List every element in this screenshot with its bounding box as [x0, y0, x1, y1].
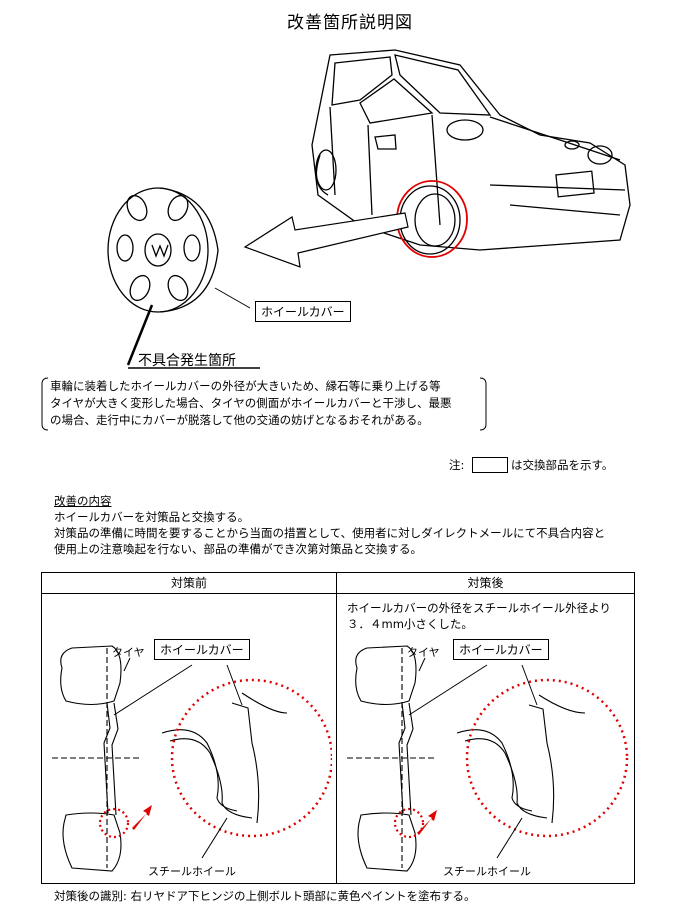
wheel-cover-label: ホイールカバー — [255, 301, 351, 322]
note-suffix: は交換部品を示す。 — [511, 458, 614, 472]
before-steel-wheel-label: スチールホイール — [148, 865, 236, 878]
after-note-line: ３．４mm小さくした。 — [347, 617, 473, 631]
car-illustration — [311, 49, 631, 258]
improvement-line: ホイールカバーを対策品と交換する。 — [54, 510, 250, 524]
improvement-heading: 改善の内容 — [54, 494, 112, 508]
defect-line: の場合、走行中にカバーが脱落して他の交通の妨げとなるおそれがある。 — [50, 413, 429, 427]
note-prefix: 注: — [449, 458, 465, 472]
defect-description: 車輪に装着したホイールカバーの外径が大きいため、縁石等に乗り上げる等 タイヤが大… — [50, 378, 480, 429]
after-wheel-cover-label: ホイールカバー — [453, 639, 549, 660]
leader-lines — [126, 287, 260, 369]
table-divider — [336, 573, 337, 883]
identification-note: 対策後の識別: 右リヤドア下ヒンジの上側ボルト頭部に黄色ペイントを塗布する。 — [54, 889, 476, 903]
description-bracket — [41, 377, 487, 431]
before-section-drawing: タイヤ — [52, 645, 332, 872]
before-header: 対策前 — [42, 573, 336, 594]
improvement-line: 使用上の注意喚起を行ない、部品の準備ができ次第対策品と交換する。 — [54, 542, 422, 556]
after-section-drawing: タイヤ — [347, 645, 629, 872]
defect-location-label: 不具合発生箇所 — [138, 353, 236, 369]
tire-label: タイヤ — [112, 646, 145, 659]
replacement-part-symbol — [472, 457, 508, 473]
improvement-line: 対策品の準備に時間を要することから当面の措置として、使用者に対しダイレクトメール… — [54, 526, 606, 540]
comparison-table: 対策前 対策後 ホイールカバーの外径をスチールホイール外径より ３．４mm小さく… — [41, 572, 635, 884]
after-header: 対策後 — [337, 573, 634, 594]
after-steel-wheel-label: スチールホイール — [443, 865, 531, 878]
tire-label: タイヤ — [407, 646, 440, 659]
after-note-line: ホイールカバーの外径をスチールホイール外径より — [347, 601, 611, 615]
page-title: 改善箇所説明図 — [287, 13, 413, 33]
wheel-cover-illustration — [107, 187, 219, 313]
defect-line: タイヤが大きく変形した場合、タイヤの側面がホイールカバーと干渉し、最悪 — [50, 396, 452, 410]
direction-arrow-icon — [243, 212, 409, 268]
before-wheel-cover-label: ホイールカバー — [154, 639, 250, 660]
defect-line: 車輪に装着したホイールカバーの外径が大きいため、縁石等に乗り上げる等 — [50, 379, 441, 393]
